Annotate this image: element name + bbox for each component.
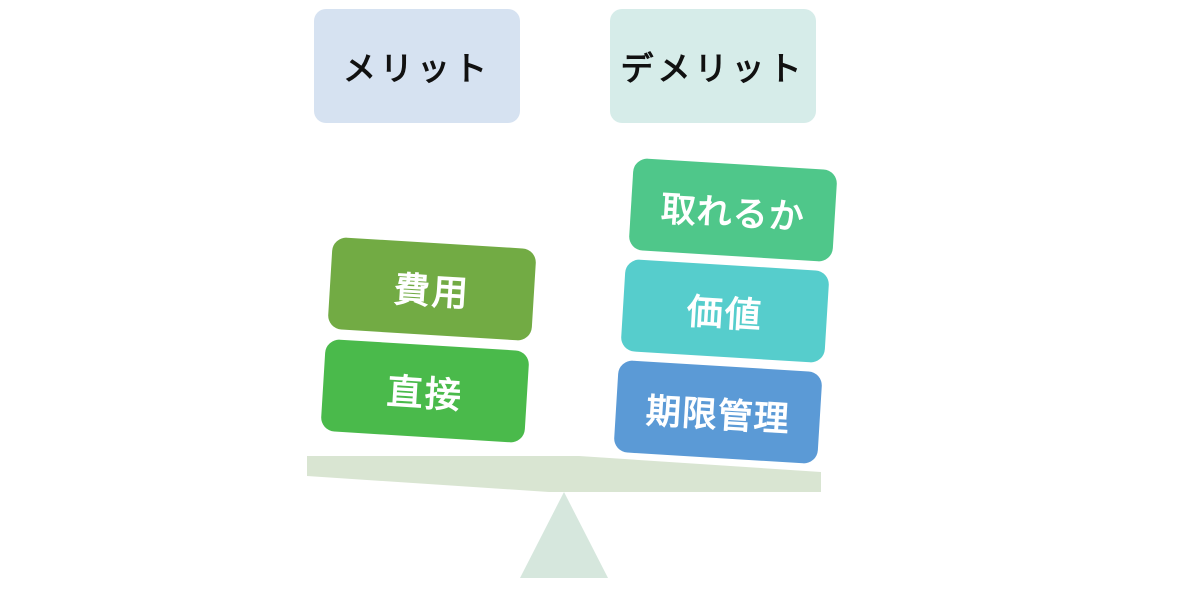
demerit-header-label: デメリット [620, 49, 806, 88]
seesaw-beam [307, 456, 821, 492]
merit-block-direct-label: 直接 [385, 371, 464, 418]
merit-block-cost-label: 費用 [392, 269, 471, 316]
merit-header: メリット [314, 9, 520, 123]
demerit-block-deadline-management-label: 期限管理 [644, 391, 791, 440]
demerit-block-obtainable: 取れるか [628, 157, 838, 263]
seesaw-beam-shape [307, 456, 821, 492]
demerit-header: デメリット [610, 9, 816, 123]
demerit-block-deadline-management: 期限管理 [613, 359, 823, 465]
merit-block-direct: 直接 [320, 338, 530, 444]
seesaw-fulcrum-shape [520, 492, 608, 578]
seesaw-fulcrum [520, 492, 608, 578]
merit-block-cost: 費用 [327, 236, 537, 342]
merit-header-label: メリット [343, 49, 491, 88]
demerit-block-obtainable-label: 取れるか [659, 189, 806, 238]
demerit-block-value: 価値 [620, 258, 830, 364]
demerit-block-value-label: 価値 [685, 291, 764, 338]
